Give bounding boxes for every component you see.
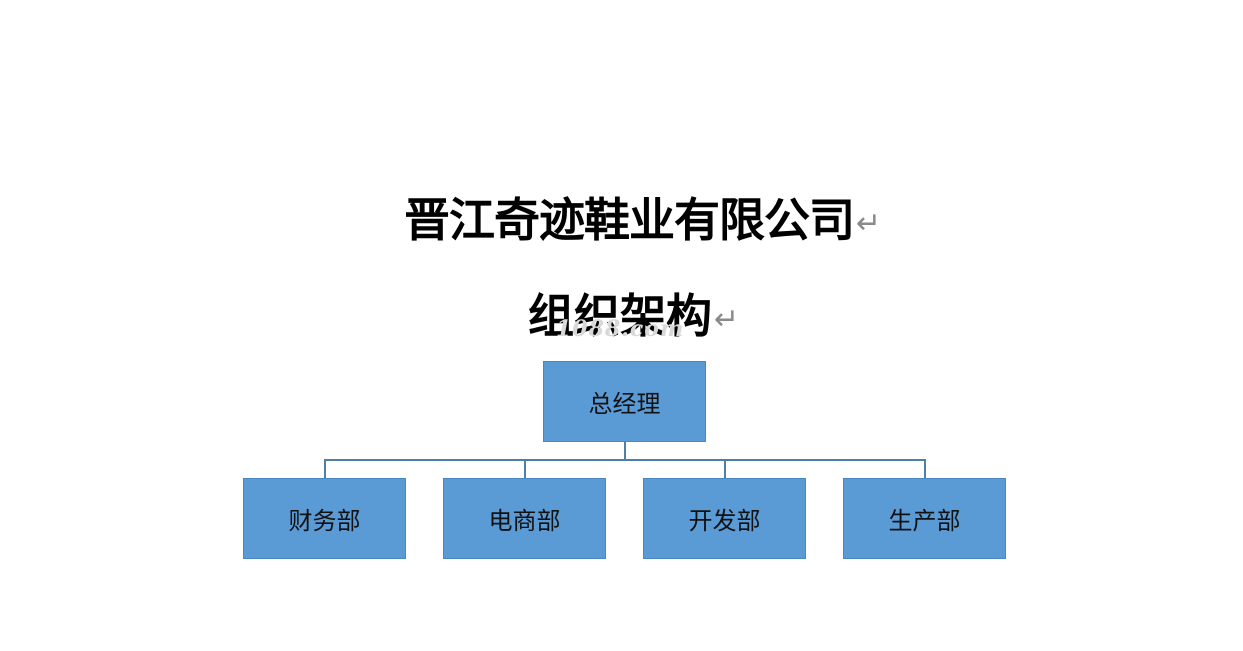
org-node-root[interactable]: 总经理 — [543, 361, 706, 442]
connector-drop-4 — [924, 459, 926, 478]
chart-title: 组织架构↵ — [528, 280, 1243, 346]
company-title: 晋江奇迹鞋业有限公司↵ — [404, 184, 1243, 250]
org-node-development[interactable]: 开发部 — [643, 478, 806, 559]
connector-drop-1 — [324, 459, 326, 478]
org-node-label: 开发部 — [688, 507, 761, 535]
org-node-ecommerce[interactable]: 电商部 — [443, 478, 606, 559]
org-node-label: 财务部 — [288, 507, 361, 535]
org-node-label: 生产部 — [888, 507, 961, 535]
connector-drop-3 — [724, 459, 726, 478]
connector-drop-2 — [524, 459, 526, 478]
connector-horizontal-bar — [324, 459, 926, 461]
chart-title-text: 组织架构 — [528, 289, 712, 343]
paragraph-mark-icon: ↵ — [714, 302, 740, 337]
connector-root-stem — [624, 442, 626, 460]
company-title-text: 晋江奇迹鞋业有限公司 — [404, 193, 855, 247]
org-node-label: 总经理 — [588, 390, 661, 418]
paragraph-mark-icon: ↵ — [856, 206, 881, 241]
org-node-finance[interactable]: 财务部 — [243, 478, 406, 559]
org-node-label: 电商部 — [488, 507, 561, 535]
watermark: 1088.com — [556, 316, 685, 342]
org-node-production[interactable]: 生产部 — [843, 478, 1006, 559]
